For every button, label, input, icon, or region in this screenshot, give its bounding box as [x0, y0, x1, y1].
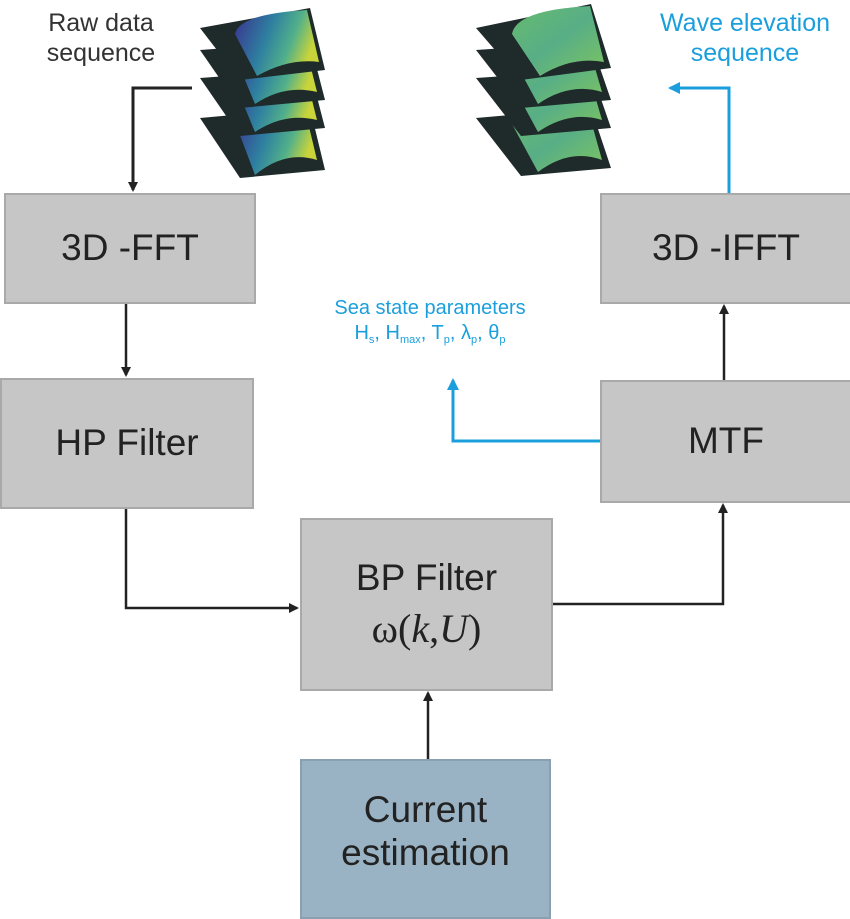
sea-state-parameters: Sea state parameters Hs, Hmax, Tp, λp, θ…: [290, 296, 570, 348]
block-3d-ifft: 3D -IFFT: [600, 193, 850, 304]
block-mtf-label: MTF: [687, 420, 765, 462]
wave-layer-1: [476, 4, 611, 80]
raw-data-caption-line2: sequence: [46, 39, 156, 67]
block-3d-ifft-label: 3D -IFFT: [652, 227, 800, 269]
param-lambda-p: λp: [461, 322, 478, 346]
param-hmax: Hmax: [385, 322, 421, 346]
sea-state-symbols: Hs, Hmax, Tp, λp, θp: [354, 322, 506, 346]
arrow-hp-to-bp: [124, 508, 299, 613]
wave-elevation-stack-image: [476, 4, 611, 176]
block-bp-filter-label: BP Filter: [355, 557, 498, 599]
block-hp-filter: HP Filter: [0, 378, 254, 509]
bp-filter-formula: ω(k,U): [371, 605, 482, 651]
wave-elevation-caption: Wave elevation sequence: [640, 8, 850, 68]
arrow-mtf-to-params: [447, 378, 600, 443]
block-bp-filter: BP Filter ω(k,U): [300, 518, 553, 691]
raw-data-caption: Raw data sequence: [26, 8, 176, 68]
block-hp-filter-label: HP Filter: [55, 422, 199, 464]
wave-elevation-caption-line2: sequence: [690, 39, 800, 67]
block-3d-fft: 3D -FFT: [4, 193, 256, 304]
sea-state-title: Sea state parameters: [334, 297, 526, 319]
block-mtf: MTF: [600, 380, 850, 503]
arrow-ifft-to-wave: [668, 82, 731, 193]
param-tp: Tp: [431, 322, 450, 346]
wave-elevation-caption-line1: Wave elevation: [660, 9, 830, 37]
block-3d-fft-label: 3D -FFT: [61, 227, 199, 269]
arrow-bp-to-mtf: [552, 503, 728, 606]
arrow-raw-to-fft: [128, 86, 192, 192]
block-current-estimation-line1: Current: [363, 789, 488, 830]
block-current-estimation: Current estimation: [300, 759, 551, 919]
param-theta-p: θp: [488, 322, 506, 346]
block-current-estimation-line2: estimation: [341, 831, 510, 873]
raw-layer-1: [200, 8, 325, 80]
param-hs: Hs: [354, 322, 375, 346]
raw-data-stack-image: [200, 8, 325, 178]
raw-data-caption-line1: Raw data: [48, 9, 154, 37]
